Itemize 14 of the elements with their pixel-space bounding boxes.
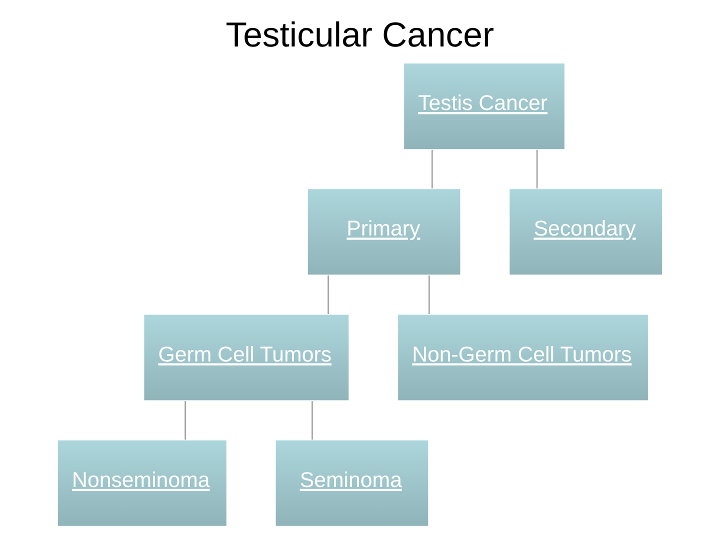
connector	[312, 401, 313, 440]
node-box: Testis Cancer	[402, 62, 566, 150]
connector	[431, 150, 433, 188]
node-box: Germ Cell Tumors	[142, 313, 350, 402]
node-box: Seminoma	[274, 439, 430, 528]
diagram-title: Testicular Cancer	[226, 16, 494, 55]
node-box: Nonseminoma	[56, 439, 228, 528]
connector	[328, 276, 329, 314]
node-box: Non-Germ Cell Tumors	[396, 313, 650, 402]
node-box: Secondary	[508, 188, 664, 276]
connector	[536, 150, 538, 188]
connector	[184, 401, 186, 440]
node-box: Primary	[306, 188, 462, 276]
connector	[428, 276, 430, 314]
